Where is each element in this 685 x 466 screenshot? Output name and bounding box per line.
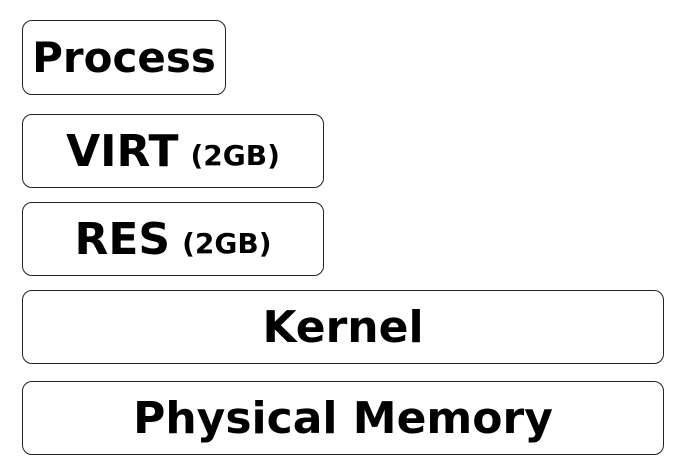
virt-box: VIRT (2GB) [22, 114, 324, 188]
physical-memory-label: Physical Memory [133, 392, 553, 444]
res-box: RES (2GB) [22, 202, 324, 276]
res-label: RES [74, 213, 171, 265]
res-size-label: (2GB) [182, 226, 272, 260]
kernel-box: Kernel [22, 290, 664, 364]
virt-label: VIRT [66, 125, 179, 177]
process-box: Process [22, 20, 226, 95]
physical-memory-box: Physical Memory [22, 381, 664, 455]
virt-size-label: (2GB) [190, 138, 280, 172]
kernel-label: Kernel [262, 301, 424, 353]
process-label: Process [32, 33, 216, 82]
